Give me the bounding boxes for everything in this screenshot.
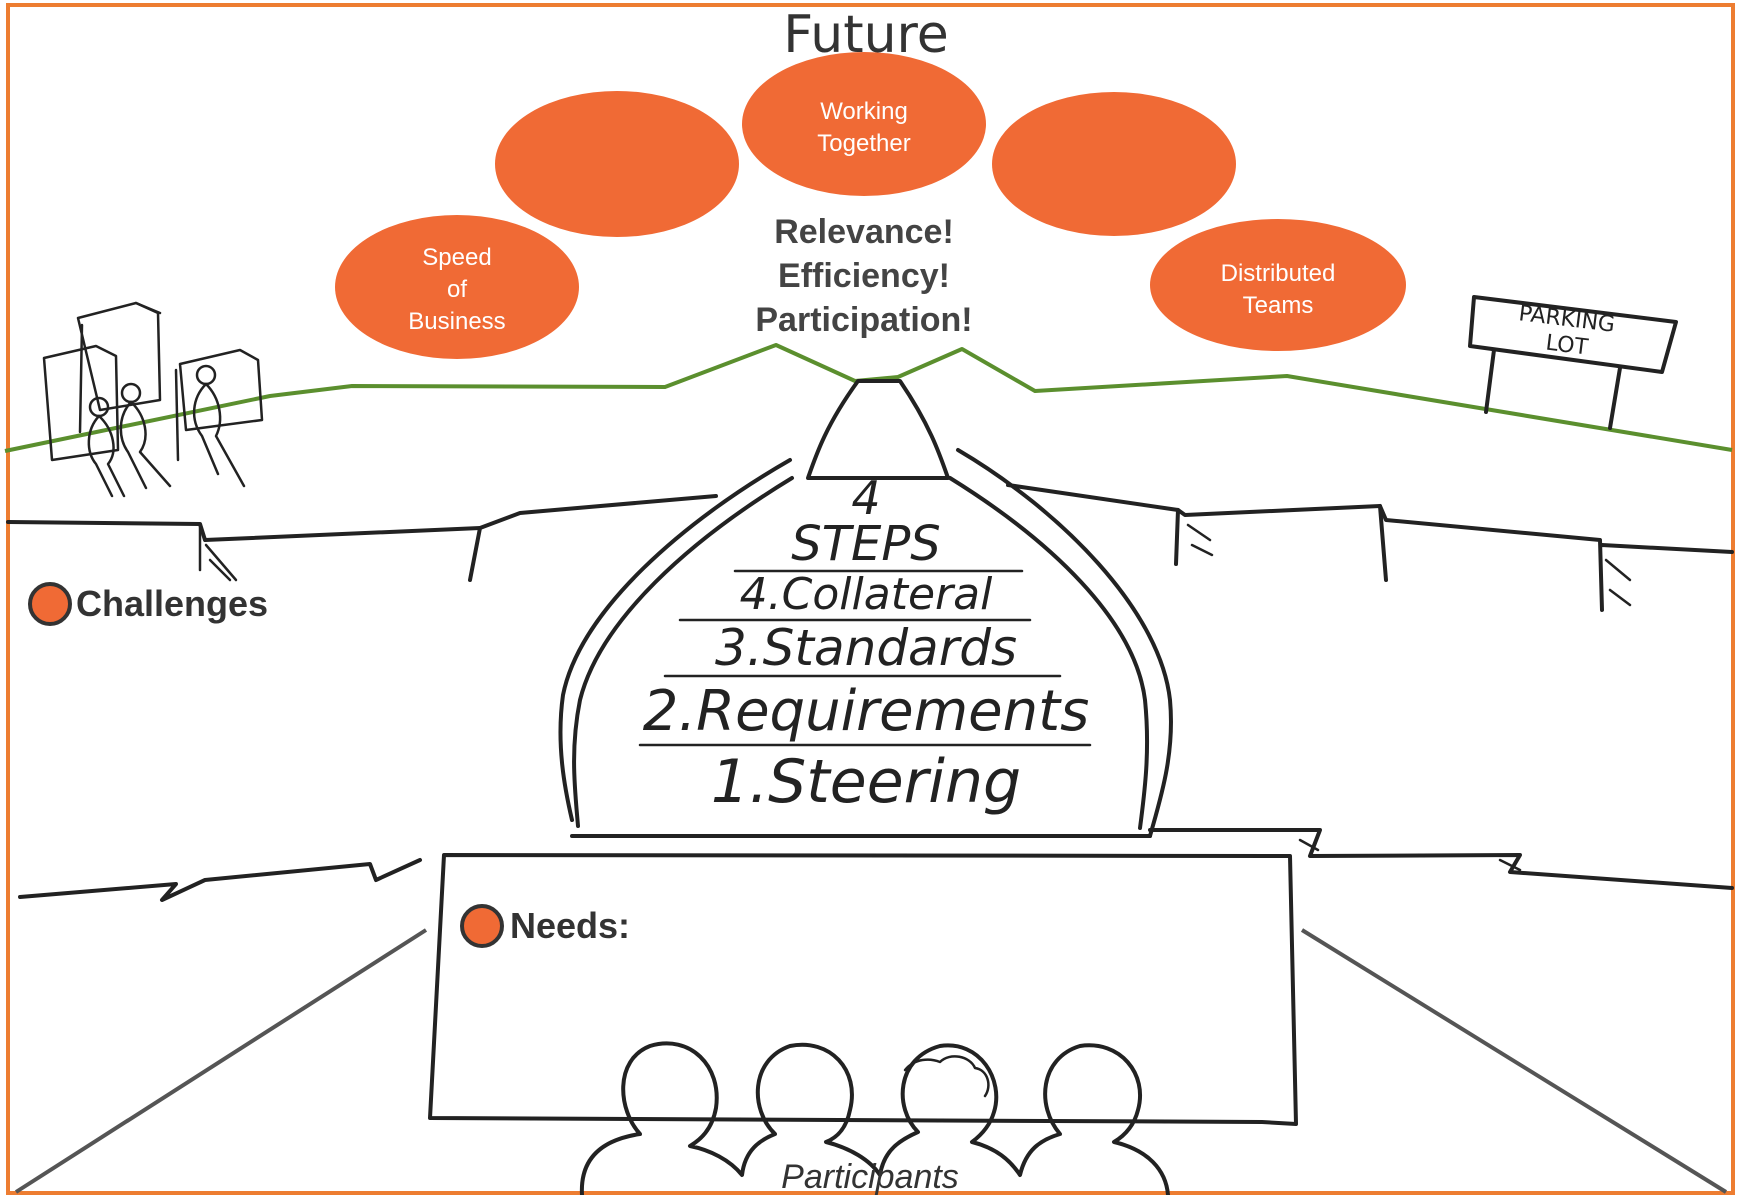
- challenges-marker-icon: [28, 582, 72, 626]
- bubble-blank-right: [992, 92, 1236, 236]
- needs-board: [428, 853, 1298, 1126]
- step-3: 3.Standards: [715, 619, 1017, 677]
- parking-sign-line-2: LOT: [1544, 331, 1590, 361]
- participants-silhouettes: [579, 1041, 1170, 1195]
- lower-wall-sketch: [18, 828, 1734, 902]
- perspective-line-right: [1300, 928, 1728, 1194]
- bubble-speed-line-1: Speed: [422, 244, 491, 271]
- parking-lot-sign: PARKING LOT: [1468, 295, 1678, 430]
- steps-funnel: [558, 379, 1173, 838]
- bubble-distributed-line-2: Teams: [1243, 292, 1314, 319]
- slogan-efficiency: Efficiency!: [778, 257, 950, 295]
- walking-people-sketch: [87, 364, 246, 498]
- horizon-line: [4, 343, 1733, 453]
- step-1: 1.Steering: [711, 747, 1021, 817]
- bubble-distributed-line-1: Distributed: [1221, 260, 1336, 287]
- bubble-working-line-2: Together: [817, 130, 910, 157]
- upper-wall-sketch: [6, 483, 1734, 612]
- slogan-relevance: Relevance!: [774, 213, 954, 251]
- steps-heading: STEPS: [791, 516, 941, 572]
- bubble-speed-of-business: Speed of Business: [335, 215, 579, 359]
- challenges-label: Challenges: [76, 583, 268, 624]
- step-4: 4.Collateral: [740, 569, 993, 620]
- step-2: 2.Requirements: [643, 679, 1090, 744]
- needs-label: Needs:: [510, 905, 630, 946]
- needs-marker-icon: [460, 904, 504, 948]
- bubble-distributed-teams: Distributed Teams: [1150, 219, 1406, 351]
- bubble-blank-left: [495, 91, 739, 237]
- perspective-line-left: [14, 928, 428, 1194]
- bubble-speed-line-3: Business: [408, 308, 505, 335]
- buildings-sketch: [42, 301, 264, 462]
- participants-label: Participants: [781, 1158, 959, 1195]
- bubble-speed-line-2: of: [447, 276, 467, 303]
- slogan-participation: Participation!: [755, 301, 972, 339]
- bubble-working-together: Working Together: [742, 52, 986, 196]
- steps-number: 4: [851, 471, 880, 525]
- frame-border: [6, 3, 1735, 1195]
- bubble-working-line-1: Working: [820, 98, 908, 125]
